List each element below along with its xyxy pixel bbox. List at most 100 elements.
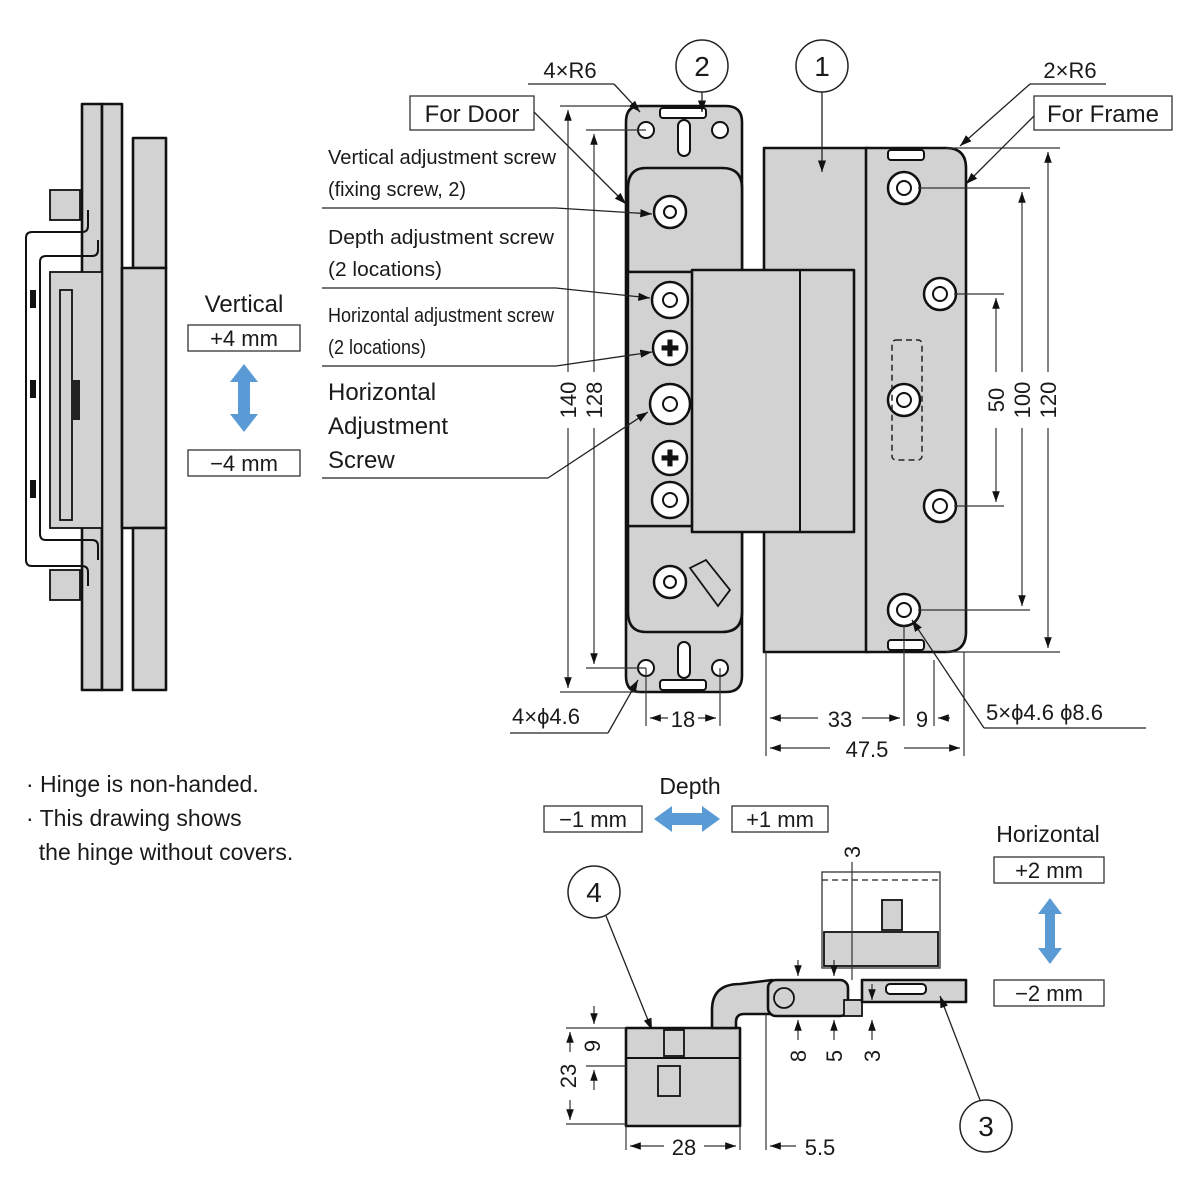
depth-double-arrow-icon xyxy=(654,806,720,832)
door-slot-top xyxy=(677,119,691,157)
for-frame-label: For Frame xyxy=(1047,101,1159,128)
dim-8: 8 xyxy=(786,1050,811,1062)
for-frame-box xyxy=(1033,95,1173,131)
arm-pivot xyxy=(773,987,795,1009)
horizontal-adjust-label-line2: Adjustment xyxy=(328,413,448,440)
horizontal-double-arrow-icon xyxy=(1038,898,1062,964)
horizontal-minus-box xyxy=(993,979,1105,1007)
dim-128: 128 xyxy=(582,382,607,419)
dim-140: 140 xyxy=(556,382,581,419)
depth-minus-box xyxy=(543,805,643,833)
notes: · Hinge is non-handed. · This drawing sh… xyxy=(26,771,293,865)
depth-screw-label-line1: Depth adjustment screw xyxy=(328,227,555,249)
side-plate-inner xyxy=(100,102,124,692)
hole-center xyxy=(932,286,948,302)
horizontal-screw-label-line1: Horizontal adjustment screw xyxy=(328,305,554,327)
dim-3-bottom: 3 xyxy=(860,1050,885,1062)
horizontal-screw-label-line2: (2 locations) xyxy=(328,337,426,359)
side-bracket-outer xyxy=(25,210,89,586)
leader-line xyxy=(555,287,651,301)
dim-50: 50 xyxy=(984,388,1009,412)
frame-block-slot xyxy=(885,983,927,995)
dim-9: 9 xyxy=(916,707,928,732)
dim-23: 23 xyxy=(556,1064,581,1088)
callout-4-number: 4 xyxy=(586,877,602,908)
hinge-arm-bend xyxy=(710,978,774,1030)
dim-18: 18 xyxy=(671,707,695,732)
vertical-screw-label-line1: Vertical adjustment screw xyxy=(328,147,557,169)
radius-door-label: 4×R6 xyxy=(543,58,596,83)
leader-line xyxy=(605,915,653,1031)
dim-5-5: 5.5 xyxy=(805,1135,836,1160)
leader-line xyxy=(965,115,1035,185)
side-slot xyxy=(30,290,36,308)
dim-28: 28 xyxy=(672,1135,696,1160)
leader-line xyxy=(911,619,985,729)
frame-mechanism xyxy=(823,931,939,967)
depth-title: Depth xyxy=(659,773,720,799)
hole-center xyxy=(932,498,948,514)
screw-center xyxy=(663,575,677,589)
cross-recess-icon: ✚ xyxy=(661,446,679,471)
vertical-minus-label: −4 mm xyxy=(210,451,278,476)
side-slot xyxy=(30,480,36,498)
screw-center xyxy=(662,292,678,308)
note-1: · Hinge is non-handed. xyxy=(26,771,259,797)
leader-line xyxy=(555,349,653,367)
door-block-pin xyxy=(657,1065,681,1097)
for-door-label: For Door xyxy=(425,101,520,128)
callout-3 xyxy=(959,1099,1013,1153)
frame-adjust-slot xyxy=(891,339,923,461)
side-frame-block-top xyxy=(131,136,168,270)
leader-line xyxy=(547,411,649,479)
callout-2-number: 2 xyxy=(694,51,710,82)
front-dimensions: 140 128 50 100 120 18 33 9 47.5 xyxy=(556,105,1062,762)
leader-line xyxy=(555,207,653,218)
door-hole xyxy=(711,121,729,139)
cross-recess-icon: ✚ xyxy=(661,336,679,361)
for-door-box xyxy=(409,95,535,131)
screw-center xyxy=(663,205,677,219)
screw-center xyxy=(662,492,678,508)
hole-center xyxy=(896,602,912,618)
callout-4 xyxy=(567,865,621,919)
dim-33: 33 xyxy=(828,707,852,732)
arm-step xyxy=(843,999,863,1017)
depth-plus-box xyxy=(731,805,829,833)
side-pin-bottom xyxy=(49,569,81,601)
vertical-minus-box xyxy=(187,449,301,477)
door-plate: ✚ ✚ xyxy=(624,104,744,694)
vertical-screw-label-line2: (fixing screw, 2) xyxy=(328,179,466,201)
dim-5: 5 xyxy=(822,1050,847,1062)
depth-plus-label: +1 mm xyxy=(746,807,814,832)
bottom-view: 4 3 23 9 28 5.5 xyxy=(556,846,1013,1160)
hinge-knuckle xyxy=(690,268,856,534)
door-hole-spec: 4×ϕ4.6 xyxy=(512,704,580,729)
note-3: the hinge without covers. xyxy=(26,839,293,865)
vertical-adjust-title: Vertical xyxy=(205,291,284,318)
radius-frame-label: 2×R6 xyxy=(1043,58,1096,83)
frame-plate xyxy=(864,146,968,654)
horizontal-adjust-label-line3: Screw xyxy=(328,447,395,474)
vertical-double-arrow-icon xyxy=(230,364,258,432)
hole-center xyxy=(896,180,912,196)
dim-120: 120 xyxy=(1036,382,1061,419)
lever xyxy=(688,558,732,608)
horizontal-minus-label: −2 mm xyxy=(1015,981,1083,1006)
frame-hole-spec: 5×ϕ4.6 ϕ8.6 xyxy=(986,700,1103,725)
depth-minus-label: −1 mm xyxy=(559,807,627,832)
horizontal-plus-label: +2 mm xyxy=(1015,858,1083,883)
dim-label-bg xyxy=(556,372,606,428)
note-2: · This drawing shows xyxy=(26,805,242,831)
horizontal-screw-top xyxy=(651,329,689,367)
vertical-plus-box xyxy=(187,324,301,352)
frame-pin xyxy=(881,899,903,931)
vertical-plus-label: +4 mm xyxy=(210,326,278,351)
horizontal-adjust-legend: Horizontal +2 mm −2 mm xyxy=(993,821,1105,1007)
leader-line xyxy=(533,111,627,205)
frame-notch xyxy=(887,149,925,161)
side-bracket-inner xyxy=(39,240,99,560)
callout-3-number: 3 xyxy=(978,1111,994,1142)
side-view xyxy=(25,102,168,692)
leader-line xyxy=(607,679,639,734)
